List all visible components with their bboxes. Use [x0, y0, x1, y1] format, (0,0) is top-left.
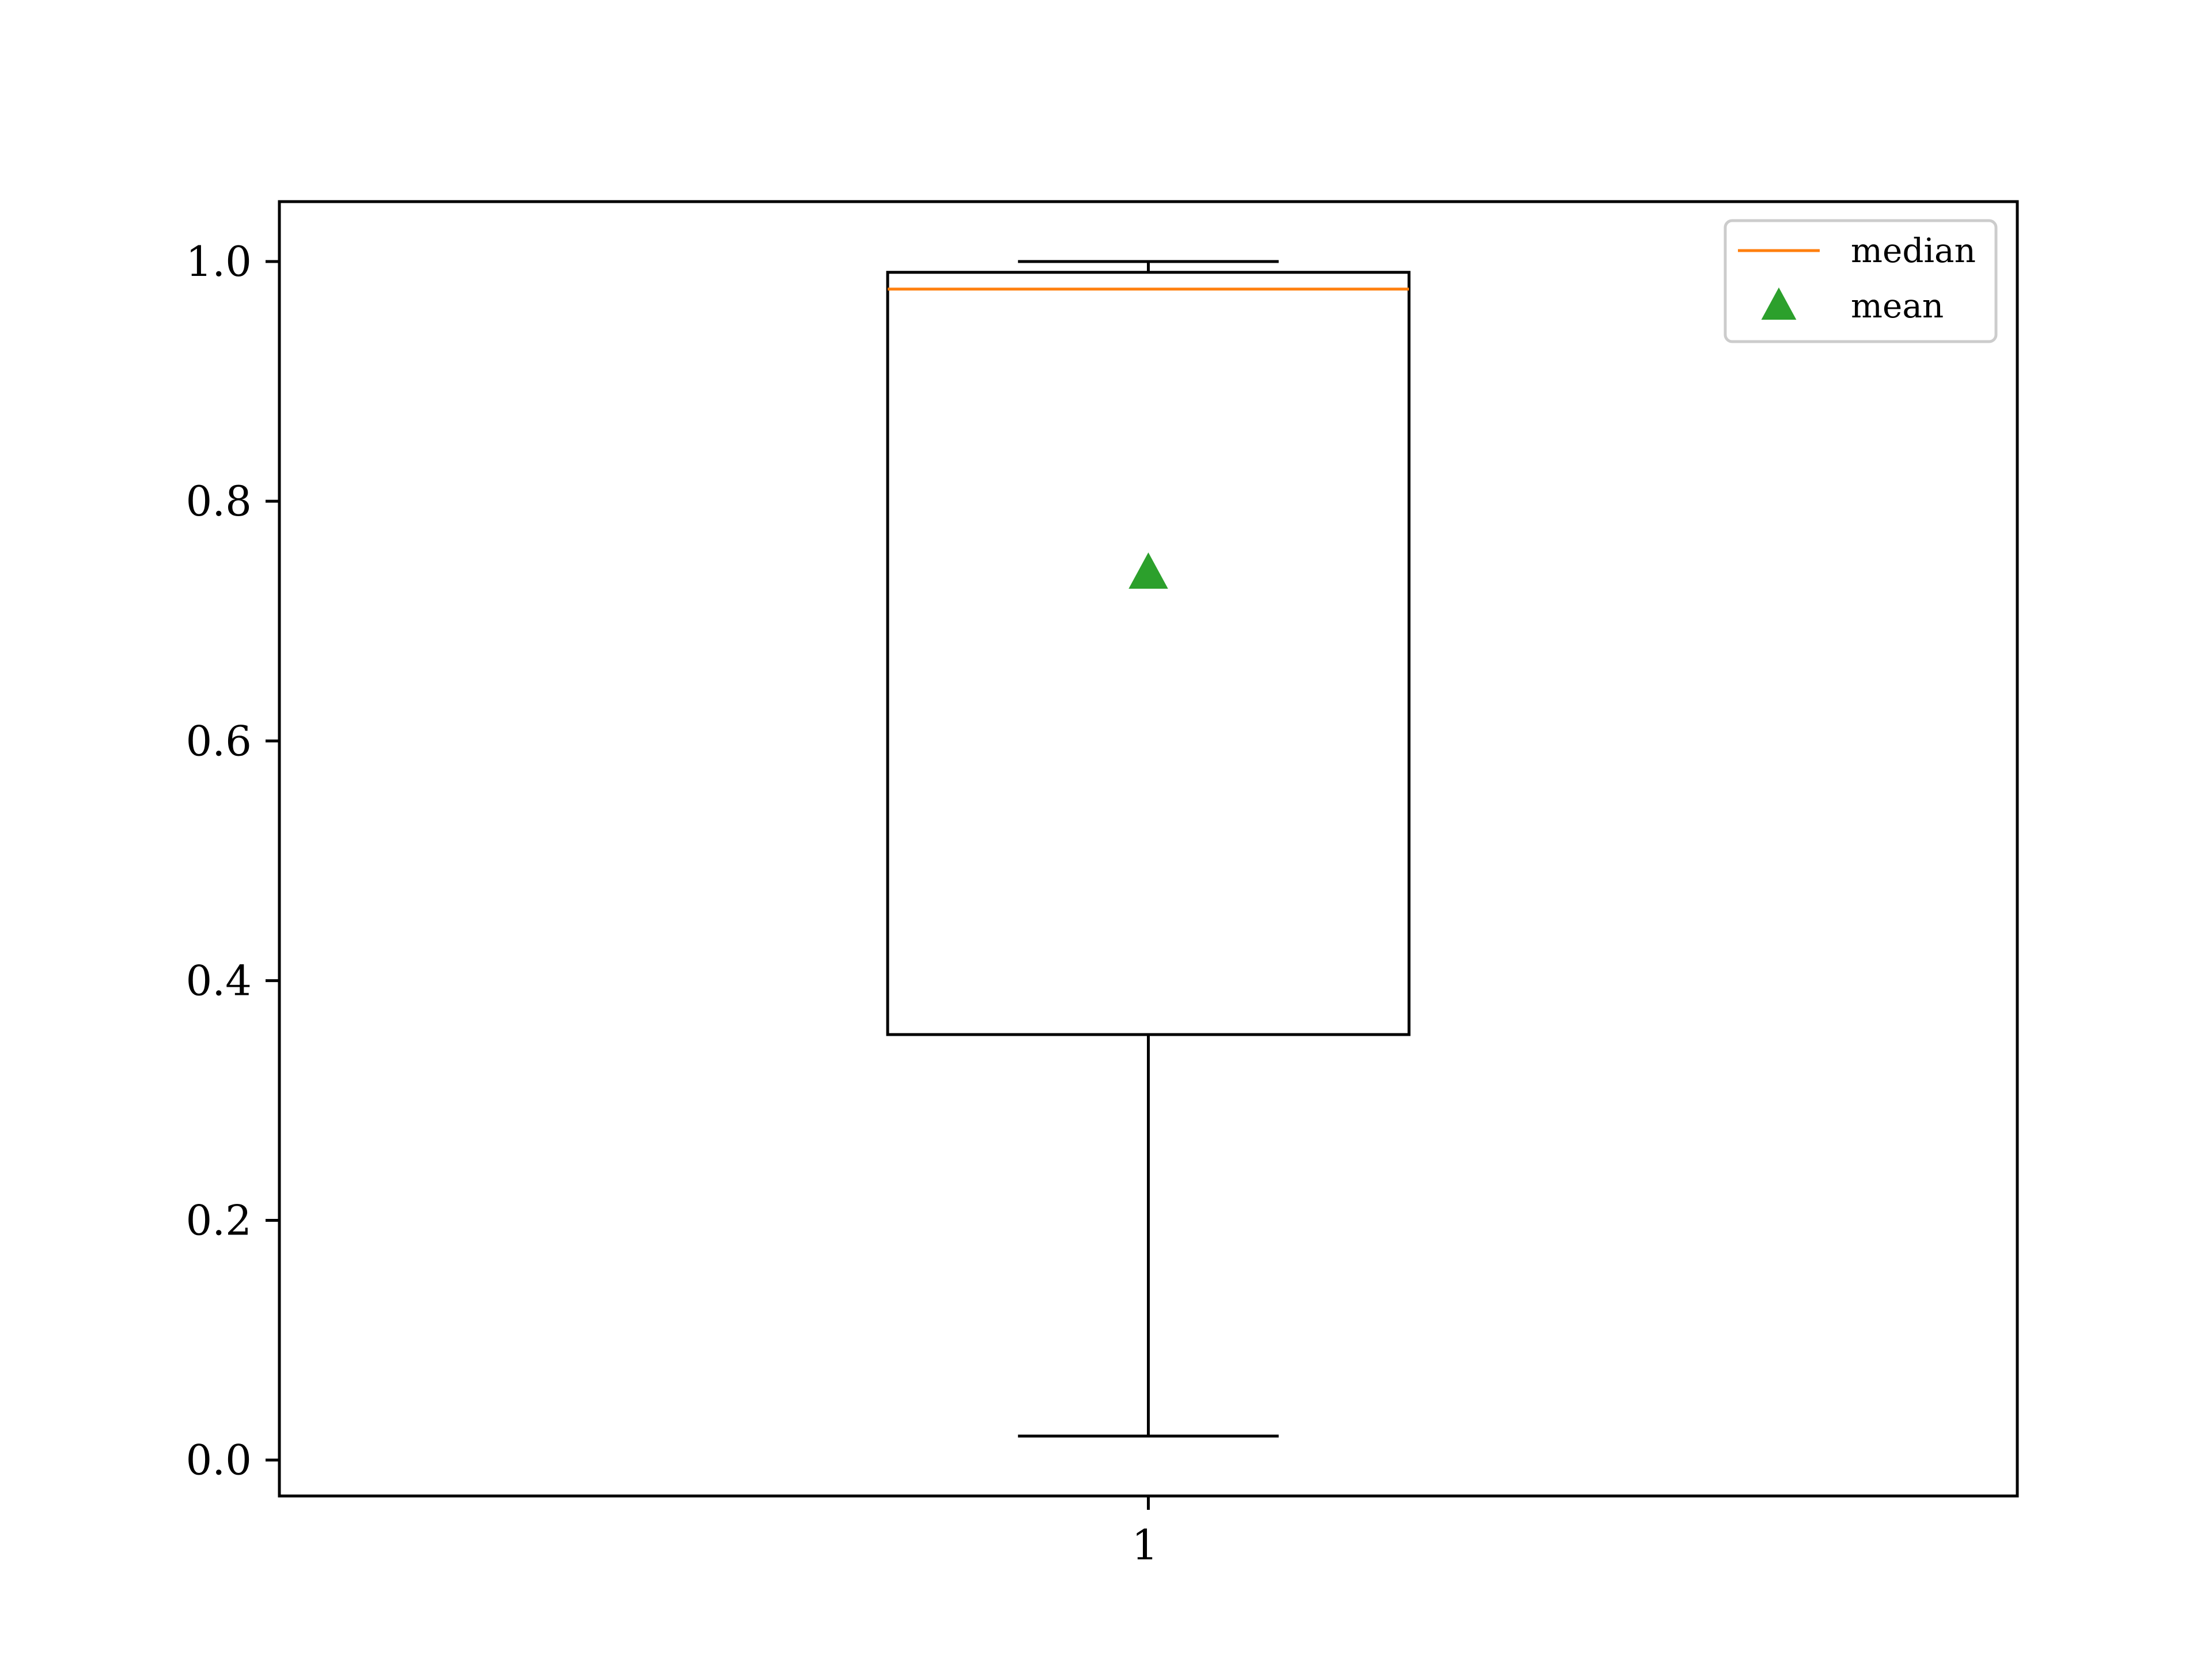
x-tick-label: 1 — [1132, 1521, 1158, 1569]
legend-mean-swatch — [1761, 287, 1797, 320]
mean-marker — [1128, 552, 1168, 589]
y-tick-label: 0.0 — [185, 1436, 252, 1484]
y-tick-label: 1.0 — [185, 237, 252, 286]
y-tick-label: 0.4 — [185, 956, 252, 1005]
plot-area: 0.0 0.2 0.4 0.6 0.8 1.0 1 — [185, 200, 2019, 1569]
legend-label-median: median — [1851, 231, 1976, 270]
box-iqr — [886, 271, 1411, 1036]
legend-label-mean: mean — [1851, 286, 1944, 325]
y-tick-label: 0.6 — [185, 717, 252, 765]
y-tick-label: 0.2 — [185, 1196, 252, 1244]
legend: median mean — [1724, 219, 1998, 343]
y-tick-label: 0.8 — [185, 477, 252, 525]
